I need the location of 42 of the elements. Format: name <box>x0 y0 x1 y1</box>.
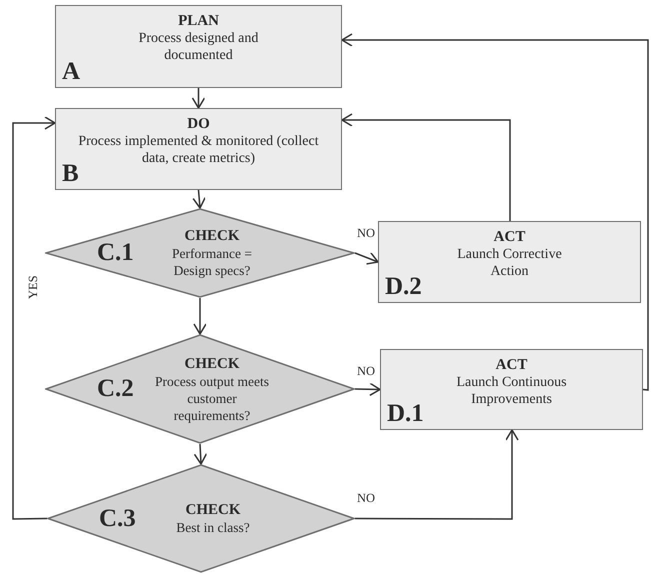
edge-label: NO <box>356 491 376 505</box>
step-description: Best in class? <box>176 519 250 536</box>
arrow <box>192 88 206 109</box>
process-box <box>380 349 643 430</box>
step-description: Process designed and documented <box>138 30 260 64</box>
step-heading: DO <box>187 115 210 133</box>
arrow <box>355 429 519 520</box>
arrow <box>354 252 379 265</box>
step-letter: C.2 <box>97 376 134 402</box>
arrow <box>193 298 207 335</box>
step-letter: C.3 <box>99 506 136 532</box>
step-heading: PLAN <box>178 12 219 30</box>
arrow <box>341 113 511 221</box>
step-description: Launch Continuous Improvements <box>455 374 568 408</box>
arrow <box>341 33 649 391</box>
edge-label: NO <box>356 364 376 378</box>
step-letter: D.2 <box>385 274 422 300</box>
step-letter: B <box>62 161 79 187</box>
step-letter: A <box>62 59 80 85</box>
step-letter: D.1 <box>387 401 424 427</box>
process-box <box>55 108 342 190</box>
step-description: Performance = Design specs? <box>171 245 253 279</box>
decision-diamond <box>45 208 355 298</box>
step-heading: CHECK <box>184 354 240 372</box>
step-heading: CHECK <box>185 501 240 519</box>
step-description: Process output meets customer requirements? <box>154 372 270 424</box>
edge-label: NO <box>356 226 376 240</box>
arrow <box>192 190 206 209</box>
step-letter: C.1 <box>97 240 134 266</box>
decision-diamond <box>47 464 355 573</box>
arrow <box>354 382 381 396</box>
arrow <box>194 444 208 465</box>
step-heading: CHECK <box>184 227 240 245</box>
process-box <box>55 5 342 88</box>
step-heading: ACT <box>494 228 526 246</box>
step-heading: ACT <box>496 356 528 374</box>
decision-diamond <box>45 334 355 444</box>
arrow <box>12 116 56 520</box>
process-box <box>378 221 641 303</box>
step-description: Process implemented & monitored (collect data, create metrics) <box>78 133 320 167</box>
edge-label: YES <box>26 274 40 300</box>
step-description: Launch Corrective Action <box>456 246 563 280</box>
